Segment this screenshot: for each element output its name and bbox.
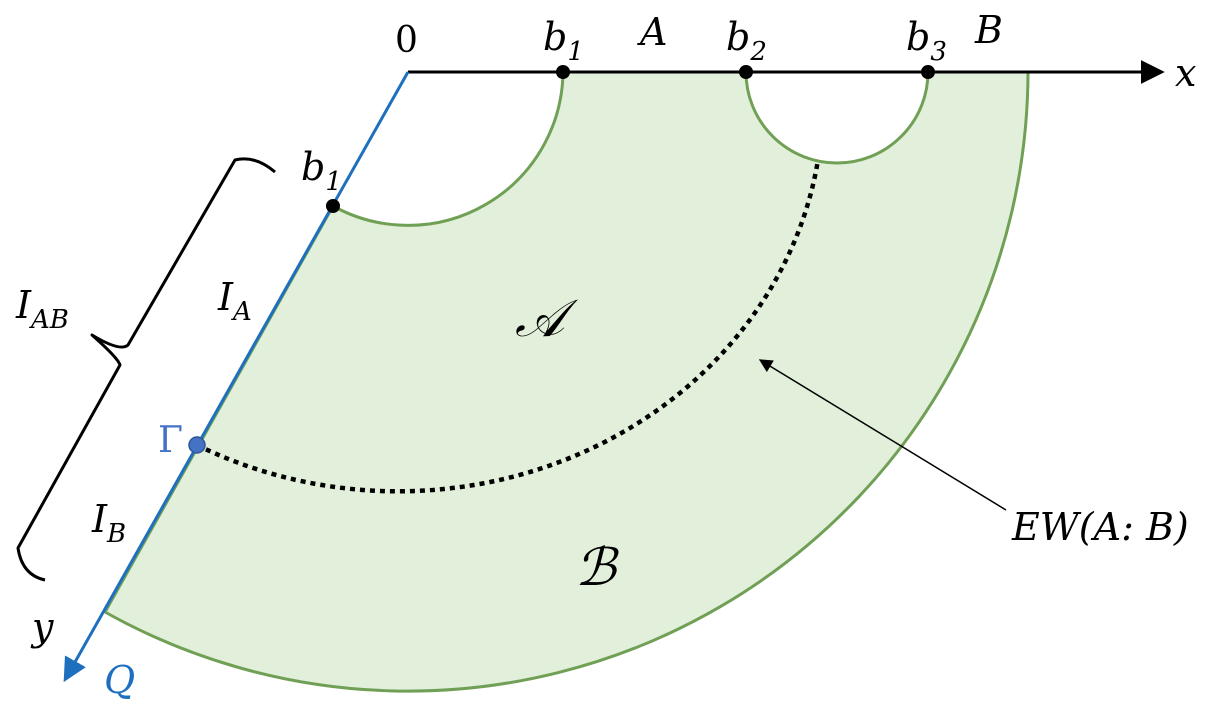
point-b2-x [739,65,753,79]
point-b1-y [326,199,340,213]
i-ab-brace [16,157,276,582]
b3-x-label: b3 [906,15,947,67]
gamma-label: Γ [158,420,183,461]
interval-b-label: B [974,8,1003,52]
x-axis-label: x [1175,51,1196,95]
point-b1-x [556,65,570,79]
point-gamma [188,436,206,454]
i-a-label: IA [217,275,252,327]
y-axis-label: y [30,605,54,649]
ew-pointer-arrow [758,359,1007,511]
y-axis [63,71,410,683]
origin-label: 0 [395,20,418,61]
b1-x-label: b1 [543,15,584,67]
b2-x-label: b2 [726,15,767,67]
wedge-region [103,70,1030,693]
i-b-label: IB [91,497,126,549]
interval-a-label: A [637,10,667,54]
point-b3-x [921,65,935,79]
b1-y-label: b1 [301,145,342,197]
i-ab-label: IAB [15,283,69,335]
q-label: Q [104,658,135,702]
region-b-label: ℬ [575,538,619,598]
ew-label: EW(A: B) [1011,505,1189,549]
ew-dashed-curve [196,159,821,494]
